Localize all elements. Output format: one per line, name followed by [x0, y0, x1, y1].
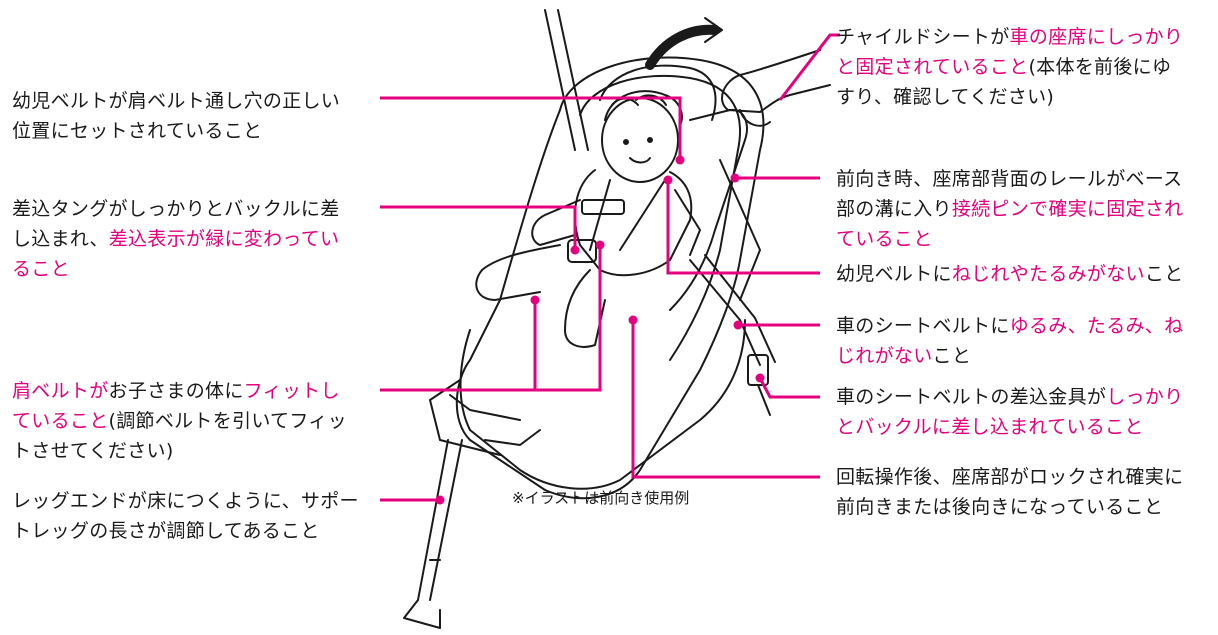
child-body [574, 169, 693, 277]
callout-harness-no-twist: 幼児ベルトにねじれやたるみがないこと [836, 259, 1183, 289]
shoulder-strap-line [544, 9, 576, 151]
callout-line: 部の溝に入り接続ピンで確実に固定され [836, 194, 1183, 224]
callout-support-leg: レッグエンドが床につくように、サポートレッグの長さが調節してあること [12, 486, 359, 546]
callout-text: 幼児ベルトが肩ベルト通し穴の正しい [12, 90, 341, 112]
callout-seat-secured: チャイルドシートが車の座席にしっかりと固定されていること(本体を前後にゆすり、確… [836, 22, 1183, 112]
callout-rail-pin: 前向き時、座席部背面のレールがベース部の溝に入り接続ピンで確実に固定されているこ… [836, 164, 1183, 254]
callout-text: トさせてください) [12, 440, 174, 462]
callout-line: とバックルに差し込まれていること [836, 412, 1183, 442]
callout-line: ていること [836, 224, 1183, 254]
callout-line: ていること(調節ベルトを引いてフィッ [12, 406, 347, 436]
leader-seat-secured [778, 33, 840, 101]
callout-line: し込まれ、差込表示が緑に変わってい [12, 224, 340, 254]
callout-text: 位置にセットされていること [12, 120, 263, 142]
leader-harness [666, 180, 820, 275]
callout-line: トレッグの長さが調節してあること [12, 516, 359, 546]
child-head [601, 97, 679, 183]
highlight-text: 肩ベルトが [12, 380, 109, 402]
highlight-text: 車の座席にしっかり [1009, 26, 1184, 48]
highlight-text: ていること [12, 410, 109, 432]
rotation-arrow [645, 24, 720, 70]
highlight-text: フィットし [243, 380, 340, 402]
callout-vehicle-belt-buckle: 車のシートベルトの差込金具がしっかりとバックルに差し込まれていること [836, 382, 1183, 442]
callout-line: チャイルドシートが車の座席にしっかり [836, 22, 1183, 52]
callout-text: (調節ベルトを引いてフィッ [108, 410, 347, 432]
callout-text: し込まれ、 [12, 228, 109, 250]
highlight-text: ゆるみ、たるみ、ね [1009, 315, 1184, 337]
callout-line: すり、確認してください) [836, 82, 1183, 112]
leader-vehicle-buckle [758, 377, 820, 399]
highlight-text: ること [12, 258, 70, 280]
callout-line: 前向き時、座席部背面のレールがベース [836, 164, 1183, 194]
callout-line: レッグエンドが床につくように、サポー [12, 486, 359, 516]
callout-line: 位置にセットされていること [12, 116, 340, 146]
callout-text: こと [1144, 263, 1184, 285]
highlight-text: ていること [836, 228, 933, 250]
leader-shoulder-fit [380, 245, 602, 392]
callout-text: 前向き時、座席部背面のレールがベース [836, 168, 1183, 190]
base-outline [459, 319, 746, 490]
highlight-text: 接続ピンで確実に固定され [951, 198, 1184, 220]
leader-shoulder-slot [380, 96, 682, 160]
child-legs [475, 244, 561, 301]
callout-text: こと [932, 345, 972, 367]
leader-rotation [631, 320, 820, 479]
callout-line: 幼児ベルトにねじれやたるみがないこと [836, 259, 1183, 289]
callout-line: 幼児ベルトが肩ベルト通し穴の正しい [12, 86, 340, 116]
callout-line: と固定されていること(本体を前後にゆ [836, 52, 1183, 82]
callout-rotation-lock: 回転操作後、座席部がロックされ確実に前向きまたは後向きになっていること [836, 462, 1183, 522]
callout-text: チャイルドシートが [836, 26, 1010, 48]
callout-text: 幼児ベルトに [836, 263, 952, 285]
seat-shell-outline [455, 56, 765, 500]
callout-text: 回転操作後、座席部がロックされ確実に [836, 466, 1184, 488]
highlight-text: しっかり [1106, 386, 1184, 408]
callout-buckle-tongue: 差込タングがしっかりとバックルに差し込まれ、差込表示が緑に変わっていること [12, 194, 340, 284]
callout-text: 前向きまたは後向きになっていること [836, 496, 1164, 518]
leader-buckle [380, 205, 577, 250]
callout-text: レッグエンドが床につくように、サポー [12, 490, 359, 512]
callout-line: トさせてください) [12, 436, 347, 466]
callout-text: (本体を前後にゆ [1028, 56, 1172, 78]
illustration-note: ※イラストは前向き使用例 [512, 489, 690, 507]
callout-line: じれがないこと [836, 341, 1183, 371]
callout-line: ること [12, 254, 340, 284]
callout-text: すり、確認してください) [836, 86, 1055, 108]
callout-line: 差込タングがしっかりとバックルに差 [12, 194, 340, 224]
callout-line: 回転操作後、座席部がロックされ確実に [836, 462, 1183, 492]
callout-line: 車のシートベルトの差込金具がしっかり [836, 382, 1183, 412]
callout-shoulder-belt-fit: 肩ベルトがお子さまの体にフィットしていること(調節ベルトを引いてフィットさせてく… [12, 376, 347, 466]
callout-line: 前向きまたは後向きになっていること [836, 492, 1183, 522]
highlight-text: じれがない [836, 345, 933, 367]
highlight-text: ねじれやたるみがない [951, 263, 1145, 285]
callout-text: 部の溝に入り [836, 198, 952, 220]
callout-text: 車のシートベルトに [836, 315, 1010, 337]
highlight-text: と固定されていること [836, 56, 1029, 78]
highlight-text: 差込表示が緑に変わってい [108, 228, 340, 250]
callout-text: お子さまの体に [108, 380, 244, 402]
callout-text: トレッグの長さが調節してあること [12, 520, 320, 542]
callout-text: 車のシートベルトの差込金具が [836, 386, 1107, 408]
support-leg [429, 439, 463, 601]
callout-vehicle-belt-slack: 車のシートベルトにゆるみ、たるみ、ねじれがないこと [836, 311, 1183, 371]
callout-shoulder-belt-slot: 幼児ベルトが肩ベルト通し穴の正しい位置にセットされていること [12, 86, 340, 146]
callout-text: 差込タングがしっかりとバックルに差 [12, 198, 340, 220]
adult-hand [721, 49, 831, 113]
callout-line: 車のシートベルトにゆるみ、たるみ、ね [836, 311, 1183, 341]
callout-line: 肩ベルトがお子さまの体にフィットし [12, 376, 347, 406]
highlight-text: とバックルに差し込まれていること [836, 416, 1144, 438]
